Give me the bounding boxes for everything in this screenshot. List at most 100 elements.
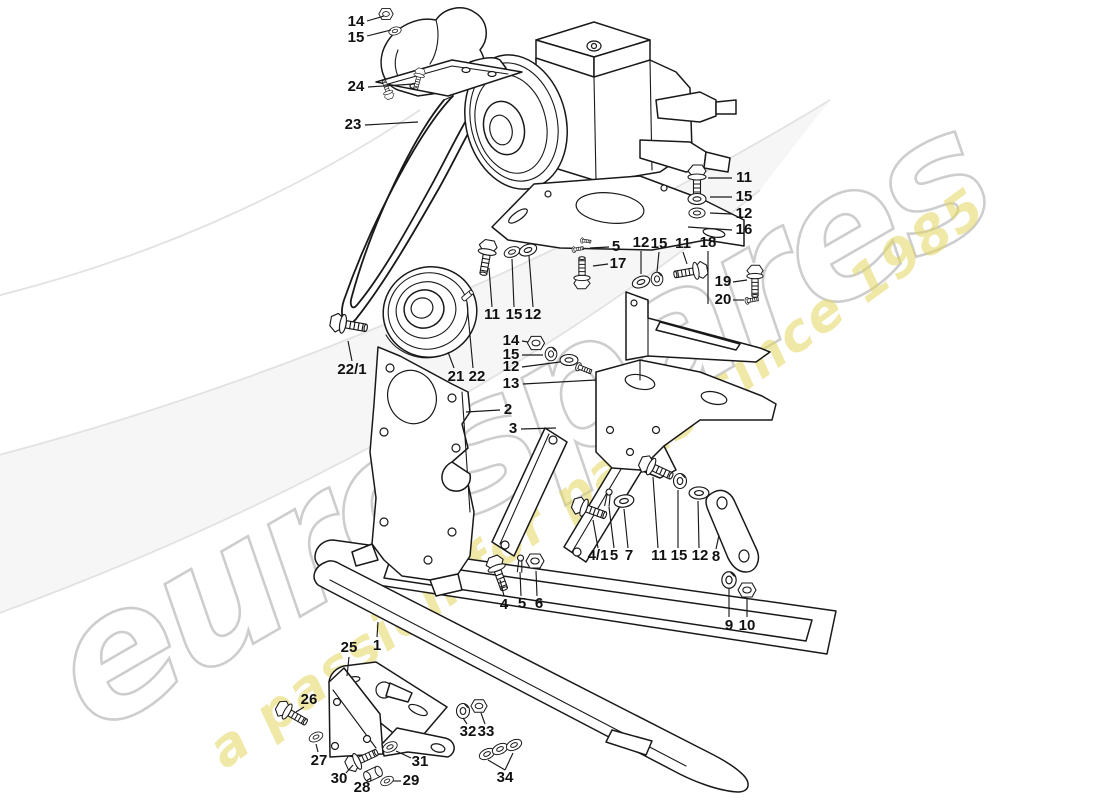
nut-14-icon bbox=[526, 335, 546, 351]
leader-line-27 bbox=[315, 743, 319, 753]
leader-line-5 bbox=[519, 571, 522, 597]
callout-18: 18 bbox=[700, 234, 717, 251]
leader-line-12 bbox=[697, 500, 700, 549]
callout-16: 16 bbox=[736, 221, 753, 238]
callout-8: 8 bbox=[712, 548, 720, 565]
callout-23: 23 bbox=[345, 116, 362, 133]
leader-line-31 bbox=[395, 750, 412, 759]
leader-line-11 bbox=[488, 267, 493, 308]
callout-12: 12 bbox=[525, 306, 542, 323]
washer-12-icon bbox=[559, 353, 579, 367]
compressor bbox=[464, 21, 737, 190]
leader-line-12 bbox=[709, 212, 733, 215]
callout-11: 11 bbox=[736, 169, 752, 186]
callout-15: 15 bbox=[506, 306, 523, 323]
callout-1: 1 bbox=[373, 637, 381, 654]
washer-15-icon bbox=[687, 192, 707, 206]
callout-13: 13 bbox=[503, 375, 520, 392]
gusset-bracket bbox=[625, 291, 771, 363]
leader-line-14 bbox=[366, 15, 385, 22]
callout-17: 17 bbox=[610, 255, 627, 272]
leader-line-24 bbox=[367, 83, 415, 88]
callout-12: 12 bbox=[633, 234, 650, 251]
leader-line-11 bbox=[682, 251, 688, 265]
leader-line-21 bbox=[447, 351, 455, 369]
washer-27-icon bbox=[307, 729, 325, 745]
callout-9: 9 bbox=[725, 617, 733, 634]
nut-10-icon bbox=[737, 582, 757, 598]
callout-33: 33 bbox=[478, 723, 495, 740]
diagram-artwork bbox=[272, 7, 837, 793]
lockwasher-9-icon bbox=[721, 571, 737, 589]
washer-12-icon bbox=[688, 207, 706, 219]
leader-line-8 bbox=[715, 534, 720, 550]
callout-30: 30 bbox=[331, 770, 348, 787]
callout-5: 5 bbox=[612, 238, 620, 255]
callout-15: 15 bbox=[348, 29, 365, 46]
callout-15: 15 bbox=[736, 188, 753, 205]
callout-7: 7 bbox=[625, 547, 633, 564]
callout-27: 27 bbox=[311, 752, 328, 769]
leader-line-7 bbox=[623, 508, 629, 549]
nut-14-icon bbox=[378, 7, 394, 21]
leader-line-28 bbox=[365, 777, 372, 782]
callout-12: 12 bbox=[692, 547, 709, 564]
drive-belt bbox=[341, 95, 481, 325]
leader-line-19 bbox=[732, 279, 748, 283]
leader-line-15 bbox=[511, 258, 515, 308]
leader-line-15 bbox=[366, 29, 392, 37]
engine-bracket bbox=[351, 346, 475, 597]
leader-line-12 bbox=[521, 361, 561, 368]
callout-22/1: 22/1 bbox=[337, 361, 366, 378]
callout-34: 34 bbox=[497, 769, 514, 786]
callout-15: 15 bbox=[503, 346, 520, 363]
callout-15: 15 bbox=[671, 547, 688, 564]
callout-3: 3 bbox=[509, 420, 517, 437]
leader-line-14 bbox=[521, 340, 529, 343]
callout-25: 25 bbox=[341, 639, 358, 656]
leader-line-5 bbox=[608, 506, 615, 549]
callout-5: 5 bbox=[518, 595, 526, 612]
leader-line-30 bbox=[345, 764, 354, 774]
leader-line-4/1 bbox=[592, 519, 599, 549]
callout-12: 12 bbox=[503, 358, 520, 375]
leader-line-32 bbox=[462, 717, 468, 725]
leader-line-12 bbox=[528, 255, 534, 308]
leader-line-34 bbox=[487, 759, 506, 771]
leader-line-22 bbox=[466, 302, 474, 369]
leader-line-33 bbox=[480, 712, 486, 725]
lockwasher-32-icon bbox=[455, 702, 471, 720]
lockwasher-15-icon bbox=[650, 271, 664, 287]
callout-14: 14 bbox=[503, 332, 520, 349]
nut-33-icon bbox=[470, 699, 488, 713]
leader-line-22/1 bbox=[347, 340, 353, 362]
callout-11: 11 bbox=[484, 306, 500, 323]
leader-line-4 bbox=[499, 579, 505, 597]
leader-line-34 bbox=[504, 752, 514, 771]
callout-21: 21 bbox=[448, 368, 465, 385]
belt-tensioner bbox=[375, 7, 523, 101]
idler-pulley bbox=[382, 266, 478, 359]
leader-line-26 bbox=[295, 706, 305, 713]
leader-line-6 bbox=[535, 570, 538, 597]
callout-4: 4 bbox=[500, 596, 509, 613]
callout-28: 28 bbox=[354, 779, 371, 796]
callout-22: 22 bbox=[469, 368, 486, 385]
callout-15: 15 bbox=[651, 235, 668, 252]
bottom-bracket bbox=[328, 661, 455, 758]
callout-32: 32 bbox=[460, 723, 477, 740]
leader-line-13 bbox=[522, 379, 597, 385]
leader-line-5 bbox=[589, 246, 610, 249]
leader-line-1 bbox=[376, 621, 379, 638]
callout-10: 10 bbox=[739, 617, 756, 634]
leader-line-11 bbox=[652, 476, 659, 549]
lockwasher-15-icon bbox=[672, 472, 688, 490]
leader-line-3 bbox=[520, 427, 557, 430]
leader-line-23 bbox=[364, 121, 419, 126]
callout-2: 2 bbox=[504, 401, 512, 418]
callout-19: 19 bbox=[715, 273, 732, 290]
compressor-bracket bbox=[491, 175, 745, 251]
leader-line-15 bbox=[656, 251, 660, 273]
